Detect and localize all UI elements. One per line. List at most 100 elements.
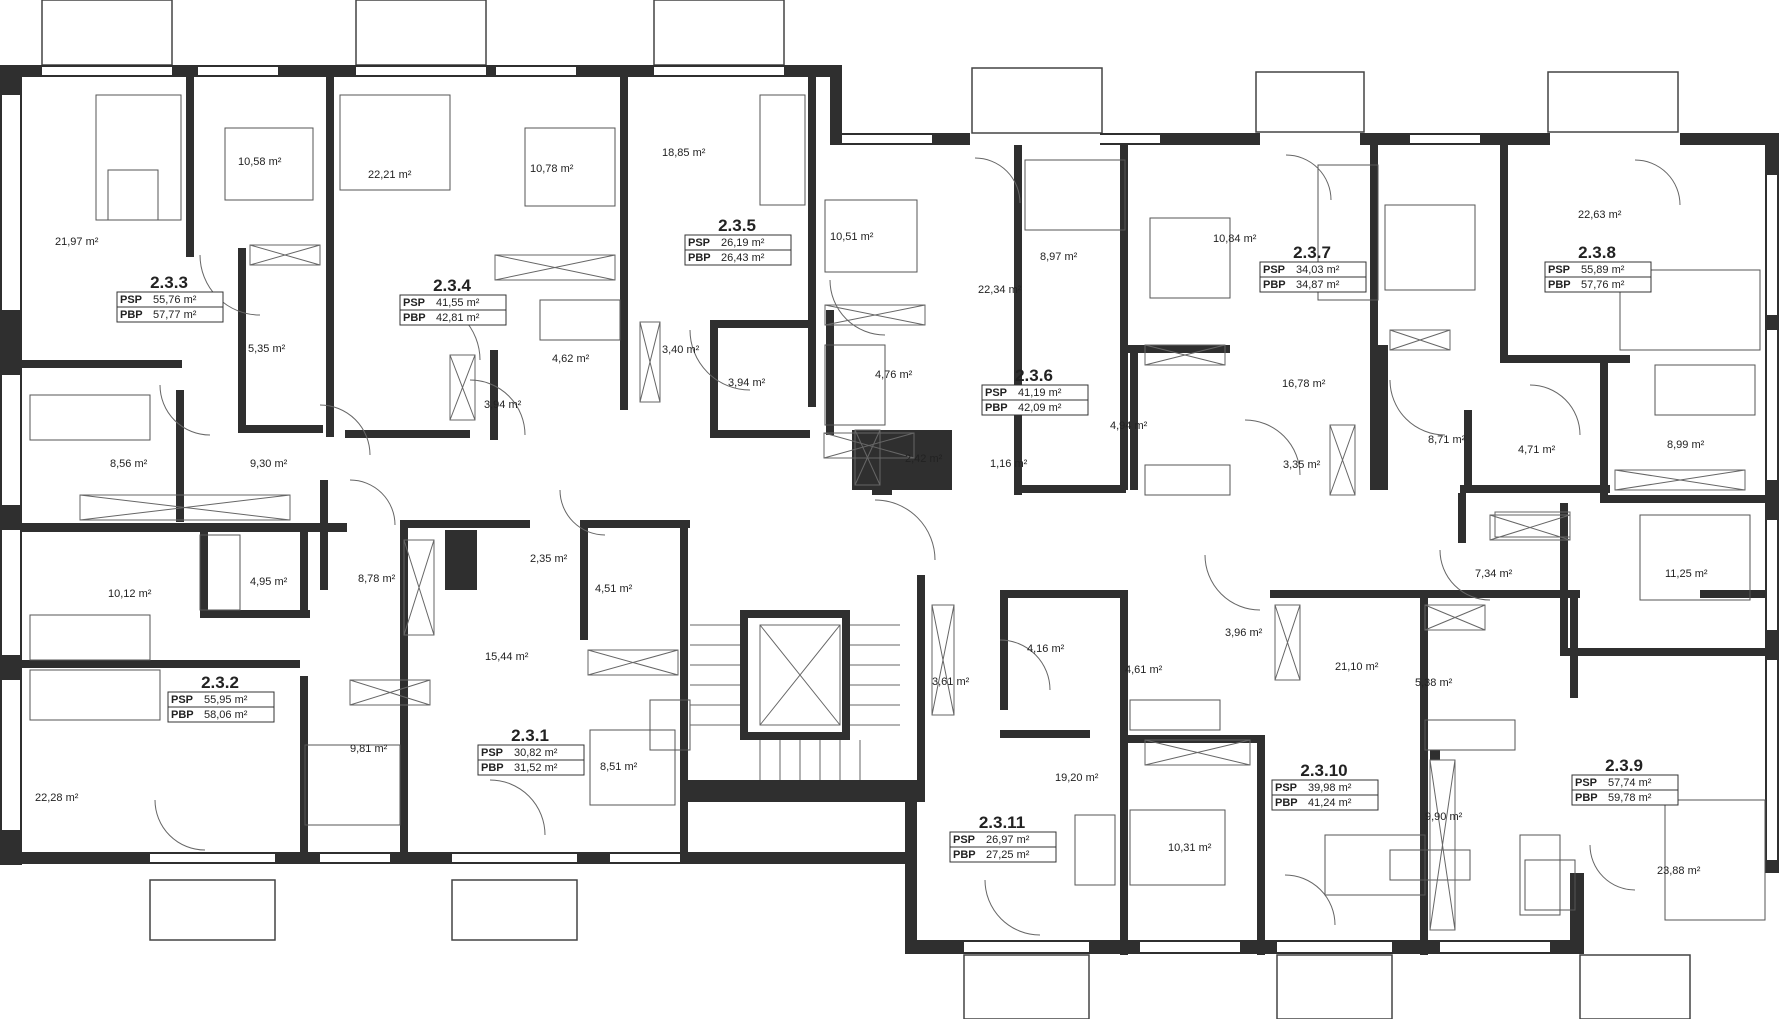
room-area: 4,95 m²	[250, 576, 288, 588]
room-area: 3,35 m²	[1283, 459, 1321, 471]
pbp-value: 57,77 m²	[153, 309, 197, 321]
room-area: 10,58 m²	[238, 156, 282, 168]
room-area: 10,78 m²	[530, 163, 574, 175]
pbp-value: 26,43 m²	[721, 252, 765, 264]
pbp-label: PBP	[171, 709, 194, 721]
unit-id: 2.3.7	[1293, 243, 1331, 262]
psp-label: PSP	[985, 387, 1007, 399]
room-area: 5,35 m²	[248, 343, 286, 355]
pbp-label: PBP	[1263, 279, 1286, 291]
room-area: 11,25 m²	[1665, 568, 1708, 580]
pbp-value: 58,06 m²	[204, 709, 248, 721]
unit-id: 2.3.2	[201, 673, 239, 692]
psp-label: PSP	[688, 237, 710, 249]
room-area: 4,51 m²	[595, 583, 633, 595]
psp-value: 26,97 m²	[986, 834, 1030, 846]
pbp-label: PBP	[1575, 792, 1598, 804]
pbp-label: PBP	[403, 312, 426, 324]
balconies	[41, 0, 1691, 1019]
room-area: 4,62 m²	[552, 353, 590, 365]
unit-id: 2.3.11	[979, 813, 1025, 832]
psp-label: PSP	[953, 834, 975, 846]
room-area: 9,81 m²	[350, 743, 388, 755]
psp-value: 55,89 m²	[1581, 264, 1625, 276]
psp-label: PSP	[171, 694, 193, 706]
windows	[2, 67, 1777, 952]
room-area: 10,12 m²	[108, 588, 152, 600]
psp-label: PSP	[120, 294, 142, 306]
unit-id: 2.3.9	[1605, 756, 1643, 775]
room-area: 10,51 m²	[830, 231, 874, 243]
pbp-label: PBP	[953, 849, 976, 861]
room-area: 3,94 m²	[484, 399, 522, 411]
room-area: 8,71 m²	[1428, 434, 1466, 446]
room-area: 21,10 m²	[1335, 661, 1379, 673]
psp-label: PSP	[1263, 264, 1285, 276]
room-area: 22,21 m²	[368, 169, 412, 181]
room-area: 3,94 m²	[728, 377, 766, 389]
psp-label: PSP	[1575, 777, 1597, 789]
walls	[0, 65, 1779, 955]
pbp-value: 59,78 m²	[1608, 792, 1652, 804]
room-area: 22,34 m²	[978, 284, 1022, 296]
room-area: 16,78 m²	[1282, 378, 1326, 390]
unit-id: 2.3.6	[1015, 366, 1053, 385]
pbp-label: PBP	[1275, 797, 1298, 809]
room-area: 8,99 m²	[1667, 439, 1705, 451]
room-area: 4,71 m²	[1518, 444, 1556, 456]
psp-label: PSP	[403, 297, 425, 309]
pbp-value: 57,76 m²	[1581, 279, 1625, 291]
stairs	[690, 624, 900, 780]
room-area: 9,30 m²	[250, 458, 288, 470]
unit-id: 2.3.8	[1578, 243, 1616, 262]
psp-label: PSP	[1548, 264, 1570, 276]
unit-id: 2.3.1	[511, 726, 549, 745]
room-area: 21,97 m²	[55, 236, 99, 248]
pbp-label: PBP	[688, 252, 711, 264]
psp-label: PSP	[481, 747, 503, 759]
room-area: 8,56 m²	[110, 458, 148, 470]
pbp-value: 41,24 m²	[1308, 797, 1352, 809]
room-area: 4,61 m²	[1125, 664, 1163, 676]
wardrobes	[79, 244, 1746, 931]
psp-value: 57,74 m²	[1608, 777, 1652, 789]
room-area: 2,42 m²	[905, 453, 943, 465]
pbp-value: 31,52 m²	[514, 762, 558, 774]
room-area: 22,28 m²	[35, 792, 79, 804]
room-area: 10,84 m²	[1213, 233, 1257, 245]
pbp-label: PBP	[1548, 279, 1571, 291]
room-area: 5,38 m²	[1415, 677, 1453, 689]
psp-value: 34,03 m²	[1296, 264, 1340, 276]
pbp-value: 42,81 m²	[436, 312, 480, 324]
pbp-value: 42,09 m²	[1018, 402, 1062, 414]
psp-value: 55,76 m²	[153, 294, 197, 306]
room-area: 4,76 m²	[875, 369, 913, 381]
psp-value: 41,19 m²	[1018, 387, 1062, 399]
room-area: 9,90 m²	[1425, 811, 1463, 823]
unit-id: 2.3.4	[433, 276, 471, 295]
room-area: 19,20 m²	[1055, 772, 1099, 784]
psp-value: 55,95 m²	[204, 694, 248, 706]
psp-value: 41,55 m²	[436, 297, 480, 309]
room-area: 8,97 m²	[1040, 251, 1078, 263]
pbp-value: 27,25 m²	[986, 849, 1030, 861]
pbp-label: PBP	[481, 762, 504, 774]
fixtures	[29, 94, 1766, 921]
psp-value: 30,82 m²	[514, 747, 558, 759]
room-area: 3,40 m²	[662, 344, 700, 356]
psp-value: 26,19 m²	[721, 237, 765, 249]
room-area: 2,35 m²	[530, 553, 568, 565]
